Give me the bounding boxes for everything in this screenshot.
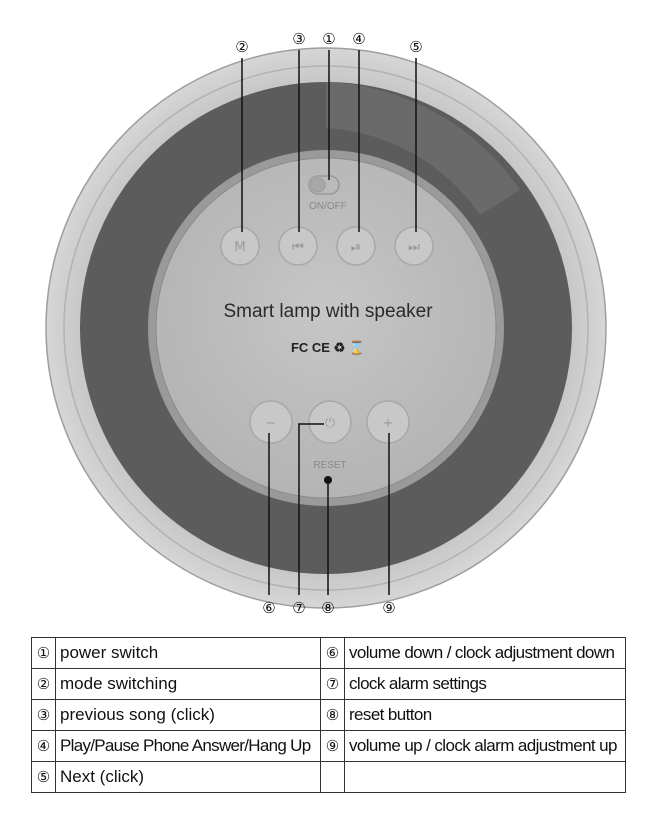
on-off-label: ON/OFF — [309, 201, 347, 212]
certification-marks: FC CE ♻ ⌛ — [291, 340, 365, 355]
legend-number: ⑨ — [320, 730, 345, 762]
reset-hole[interactable] — [324, 476, 332, 484]
speaker-diagram: ON/OFF M ⏮ ⏯ ⏭ Smart lamp with speaker F… — [45, 30, 607, 617]
legend-number: ⑦ — [320, 668, 345, 700]
reset-label: RESET — [313, 460, 346, 471]
table-row: ① power switch ⑥ volume down / clock adj… — [31, 637, 626, 669]
callout-9: ⑨ — [382, 599, 395, 617]
legend-number: ② — [31, 668, 56, 700]
legend-text: Next (click) — [55, 761, 321, 793]
svg-text:+: + — [383, 416, 394, 431]
legend-text: power switch — [55, 637, 321, 669]
legend-text: volume up / clock alarm adjustment up — [344, 730, 626, 762]
gloss-highlight — [326, 82, 520, 215]
legend-text: Play/Pause Phone Answer/Hang Up — [55, 730, 321, 762]
legend-text: reset button — [344, 699, 626, 731]
callout-3: ③ — [292, 30, 305, 48]
legend-number: ① — [31, 637, 56, 669]
table-row: ④ Play/Pause Phone Answer/Hang Up ⑨ volu… — [31, 730, 626, 762]
legend-number: ⑥ — [320, 637, 345, 669]
mode-button[interactable]: M — [220, 226, 260, 266]
svg-text:⏻: ⏻ — [325, 416, 335, 431]
table-row: ② mode switching ⑦ clock alarm settings — [31, 668, 626, 700]
play-pause-button[interactable]: ⏯ — [336, 226, 376, 266]
svg-text:⏮: ⏮ — [292, 240, 304, 255]
svg-text:−: − — [266, 416, 277, 431]
callout-1: ① — [322, 30, 335, 48]
legend-number — [320, 761, 345, 793]
legend-number: ③ — [31, 699, 56, 731]
callout-5: ⑤ — [409, 38, 422, 56]
legend-number: ④ — [31, 730, 56, 762]
legend-table: ① power switch ⑥ volume down / clock adj… — [31, 637, 626, 793]
callout-7: ⑦ — [292, 599, 305, 617]
callout-4: ④ — [352, 30, 365, 48]
outer-rim-inner-edge — [63, 65, 589, 591]
callout-2: ② — [235, 38, 248, 56]
svg-text:M: M — [234, 240, 245, 255]
table-row: ⑤ Next (click) — [31, 761, 626, 793]
legend-number: ⑤ — [31, 761, 56, 793]
next-button[interactable]: ⏭ — [394, 226, 434, 266]
device-text: Smart lamp with speaker — [223, 301, 433, 322]
legend-text: volume down / clock adjustment down — [344, 637, 626, 669]
callout-6: ⑥ — [262, 599, 275, 617]
table-row: ③ previous song (click) ⑧ reset button — [31, 699, 626, 731]
on-off-switch[interactable] — [308, 175, 340, 195]
volume-down-button[interactable]: − — [249, 400, 293, 444]
callout-lines — [241, 50, 417, 595]
power-button[interactable]: ⏻ — [308, 400, 352, 444]
svg-text:⏭: ⏭ — [408, 240, 420, 255]
legend-text: clock alarm settings — [344, 668, 626, 700]
legend-number: ⑧ — [320, 699, 345, 731]
volume-up-button[interactable]: + — [366, 400, 410, 444]
legend-text — [344, 761, 626, 793]
legend-text: mode switching — [55, 668, 321, 700]
svg-text:⏯: ⏯ — [351, 240, 361, 255]
legend-text: previous song (click) — [55, 699, 321, 731]
previous-button[interactable]: ⏮ — [278, 226, 318, 266]
callout-8: ⑧ — [321, 599, 334, 617]
